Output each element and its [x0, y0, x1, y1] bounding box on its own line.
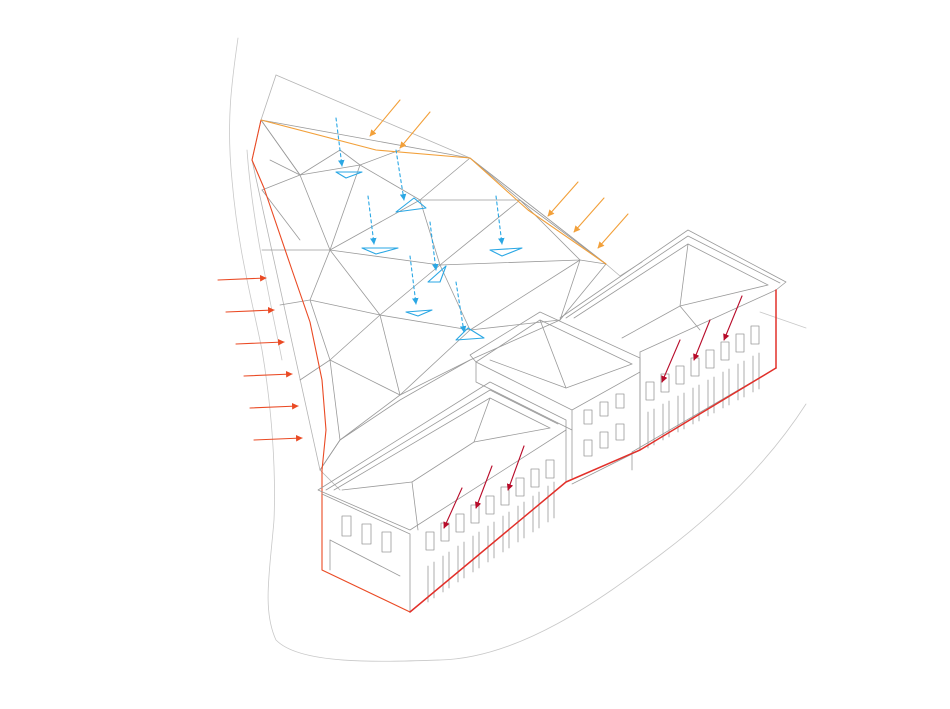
roof-arrow	[369, 99, 401, 137]
back-block	[559, 229, 787, 471]
skylight-arrow	[495, 195, 505, 245]
facade-arrow	[443, 487, 463, 529]
skylight	[335, 171, 363, 179]
front-block-windows	[341, 459, 555, 603]
roof-north-edge	[260, 119, 607, 265]
skylight-arrow	[409, 255, 419, 305]
skylight-arrows	[335, 117, 505, 333]
facade-arrow	[475, 465, 493, 509]
ground-wedge	[251, 74, 643, 491]
roof-west-edge	[251, 119, 411, 613]
skylight	[427, 265, 447, 283]
skylight	[361, 247, 399, 255]
facade-arrow	[506, 445, 525, 491]
facade-arrows	[443, 295, 743, 529]
west-arrow	[217, 274, 267, 282]
west-arrow	[235, 338, 285, 346]
roof-arrow	[547, 181, 579, 217]
middle-block	[469, 311, 641, 485]
west-arrow	[225, 306, 275, 314]
glazed-roof-facets	[260, 119, 607, 471]
west-arrow	[253, 434, 303, 442]
skylight	[455, 327, 485, 341]
skylight	[395, 197, 427, 213]
skylight-arrow	[367, 195, 377, 245]
skylight-arrow	[395, 149, 407, 201]
skylights	[335, 171, 523, 341]
west-arrows	[217, 274, 303, 442]
skylight-arrow	[335, 117, 345, 167]
west-arrow	[243, 370, 293, 378]
skylight-arrow	[429, 221, 439, 271]
facade-arrow	[693, 319, 711, 361]
roof-arrow	[399, 111, 431, 149]
facade-arrow	[723, 295, 743, 341]
skylight	[405, 309, 433, 317]
facade-arrow	[661, 339, 681, 383]
skylight	[489, 247, 523, 257]
back-block-windows	[645, 325, 760, 449]
front-block	[317, 381, 567, 613]
west-arrow	[249, 402, 299, 410]
roof-arrows	[369, 99, 629, 249]
facade-base-line	[409, 289, 777, 613]
site-boundary	[229, 37, 807, 662]
roof-arrow	[597, 213, 629, 249]
skylight-arrow	[455, 281, 467, 333]
middle-block-windows	[583, 393, 625, 457]
roof-arrow	[573, 197, 605, 233]
